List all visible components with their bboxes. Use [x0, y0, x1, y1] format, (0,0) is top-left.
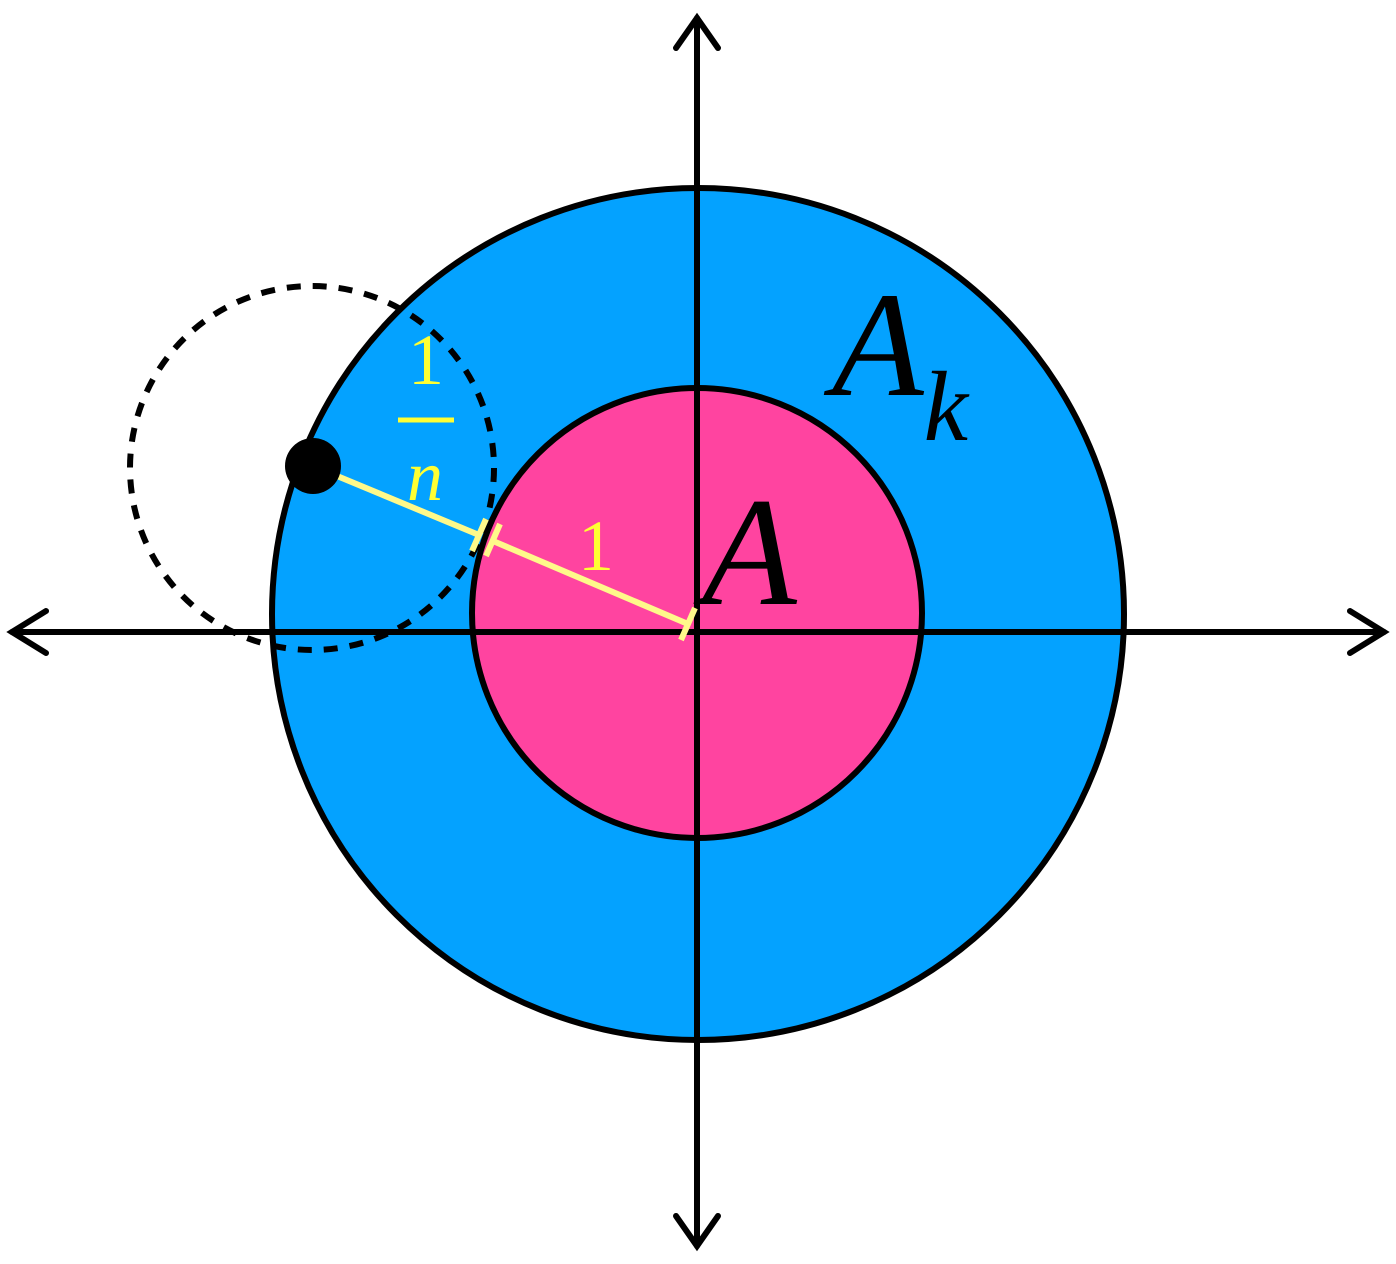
tick-mark [469, 517, 489, 553]
fraction-denominator: n [407, 436, 443, 516]
radius-segments [311, 463, 698, 642]
x-axis-arrow-left-icon [6, 608, 49, 656]
y-axis-arrow-down-icon [673, 1213, 721, 1252]
label-ak: Ak [823, 262, 970, 462]
x-axis-arrow-right-icon [1347, 608, 1390, 656]
fraction-numerator: 1 [408, 320, 444, 400]
dashed-neighborhood-circle [127, 283, 497, 653]
axes [6, 12, 1390, 1252]
radius-segment-1-over-n [311, 463, 481, 538]
label-radius-1: 1 [578, 506, 614, 586]
label-a: A [693, 466, 798, 638]
radius-segment-1 [491, 538, 690, 627]
y-axis-arrow-up-icon [673, 12, 721, 51]
tick-mark [678, 606, 698, 642]
tick-mark [483, 522, 503, 558]
point-dot [285, 438, 341, 494]
